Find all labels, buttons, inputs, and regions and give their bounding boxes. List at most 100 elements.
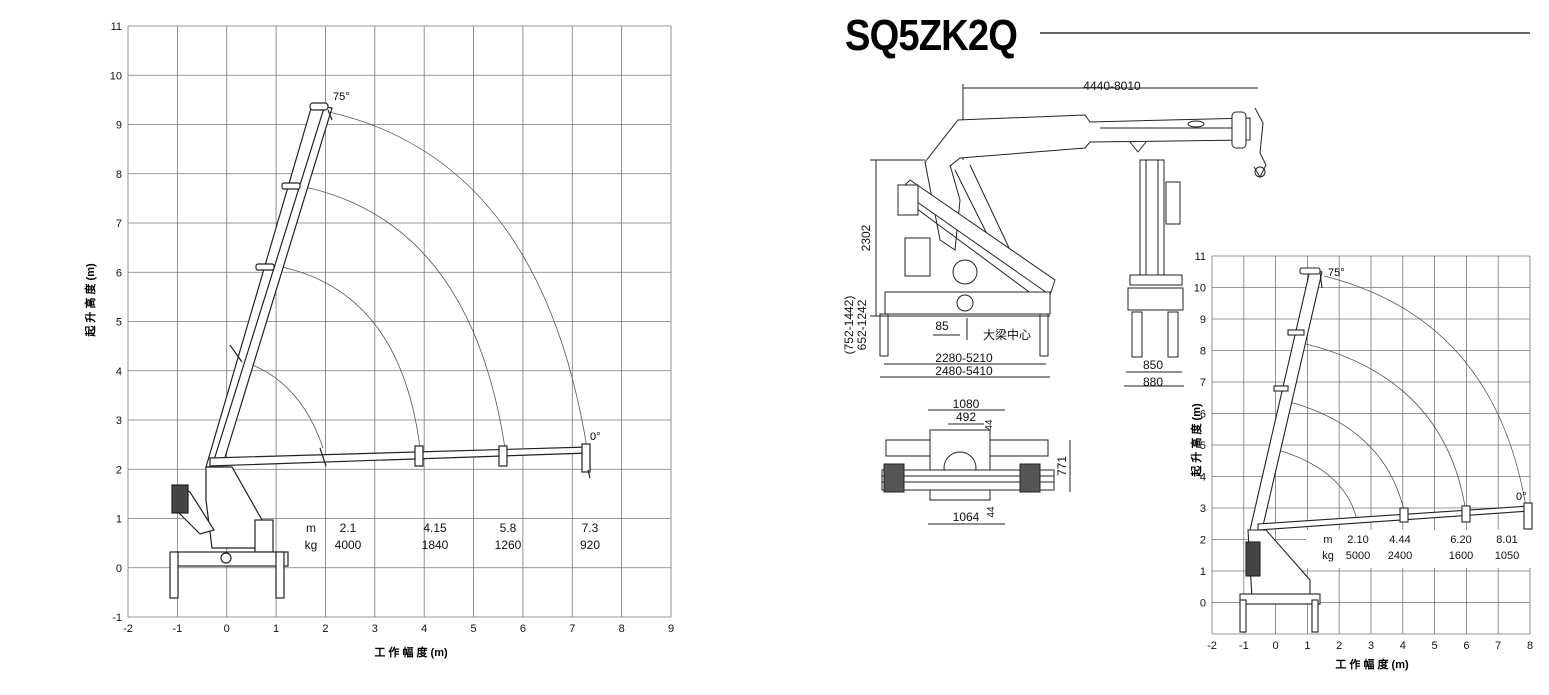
right-angle-max: 75° (1328, 267, 1345, 279)
right-boom-raised (1249, 269, 1323, 531)
right-y-axis-label: 起 升 高 度 (m) (1189, 403, 1203, 478)
dim-span-2: 2480-5410 (935, 364, 993, 378)
left-arc-1 (243, 361, 324, 449)
dim-outrigger-high: 652-1242 (855, 299, 869, 350)
right-load-3: 1600 (1449, 550, 1473, 562)
left-crane-horizontal (209, 443, 591, 479)
right-x-tick-label: 1 (1304, 640, 1310, 652)
right-crane-raised (1249, 267, 1323, 531)
right-y-tick-label: 11 (1195, 251, 1206, 263)
left-load-2: 1840 (422, 538, 449, 552)
dim-height: 2302 (859, 224, 873, 251)
left-radius-4: 7.3 (582, 521, 599, 535)
right-arc-1 (1277, 449, 1358, 521)
right-crane-horizontal (1257, 502, 1533, 531)
left-x-axis-label: 工 作 幅 度 (m) (374, 645, 448, 659)
left-load-3: 1260 (495, 538, 522, 552)
left-y-tick-label: 2 (116, 464, 122, 476)
right-y-tick-label: 2 (1200, 535, 1206, 547)
model-title: SQ5ZK2Q (845, 11, 1017, 60)
right-arc-2 (1289, 401, 1407, 521)
dim-bottom-gap: 44 (986, 506, 997, 518)
right-radius-2: 4.44 (1389, 534, 1410, 546)
right-x-tick-label: 4 (1400, 640, 1406, 652)
right-y-tick-label: 7 (1200, 377, 1206, 389)
right-x-tick-label: 5 (1432, 640, 1438, 652)
left-boom-tip (309, 102, 329, 111)
right-y-tick-label: 5 (1200, 440, 1206, 452)
right-crane-base (1239, 529, 1321, 633)
left-y-tick-label: 4 (116, 366, 122, 378)
left-x-tick-label: 7 (569, 623, 575, 635)
left-boom-horizontal (209, 446, 589, 467)
dim-top-w1: 1080 (953, 397, 980, 411)
front-view-drawing: 850 880 (1124, 159, 1184, 389)
dim-top-gap: 44 (984, 419, 995, 431)
right-load-table: m kg 2.10 4.44 6.20 8.01 5000 2400 1600 … (1306, 530, 1532, 568)
beam-center-label: 大梁中心 (983, 327, 1031, 342)
left-y-tick-label: 1 (116, 514, 122, 526)
dim-span-1: 2280-5210 (935, 351, 993, 365)
dim-offset: 85 (935, 319, 949, 333)
right-y-tick-label: 9 (1200, 314, 1206, 326)
right-load-4: 1050 (1495, 550, 1519, 562)
dim-top-h: 771 (1055, 456, 1069, 476)
left-y-axis-label: 起 升 高 度 (m) (83, 263, 97, 338)
right-y-tick-label: 8 (1200, 346, 1206, 358)
right-y-tick-label: 0 (1200, 598, 1206, 610)
left-table-m-label: m (306, 521, 316, 535)
dim-width-2: 880 (1143, 375, 1163, 389)
left-arcs (243, 111, 588, 449)
right-radius-1: 2.10 (1347, 534, 1368, 546)
top-view-drawing: 1080 492 44 771 1064 44 (881, 397, 1071, 525)
left-x-tick-label: -1 (172, 623, 182, 635)
left-y-tick-label: -1 (112, 612, 122, 624)
right-arc-4 (1323, 275, 1529, 521)
left-grid (127, 25, 672, 618)
right-boom-horizontal (1257, 505, 1531, 531)
right-y-tick-label: 4 (1200, 472, 1206, 484)
right-arc-3 (1305, 343, 1468, 521)
right-x-tick-label: 3 (1368, 640, 1374, 652)
left-load-table: m kg 2.1 4.15 5.8 7.3 4000 1840 1260 920 (305, 521, 601, 552)
left-arc-2 (276, 265, 421, 449)
dim-outrigger-low: (752-1442) (842, 296, 856, 355)
left-x-tick-label: 1 (273, 623, 279, 635)
right-x-tick-label: 2 (1336, 640, 1342, 652)
right-x-tick-label: 7 (1495, 640, 1501, 652)
left-crane-base (169, 466, 289, 599)
dim-reach: 4440-8010 (1083, 79, 1141, 93)
right-arcs (1277, 275, 1529, 521)
dim-top-w2: 492 (956, 410, 976, 424)
left-x-tick-label: 4 (421, 623, 427, 635)
left-arc-3 (299, 185, 506, 449)
left-y-tick-label: 7 (116, 218, 122, 230)
right-load-1: 5000 (1346, 550, 1370, 562)
left-y-tick-label: 3 (116, 415, 122, 427)
right-y-tick-label: 1 (1200, 566, 1206, 578)
left-y-tick-label: 5 (116, 317, 122, 329)
left-y-tick-label: 0 (116, 563, 122, 575)
left-load-1: 4000 (335, 538, 362, 552)
right-x-axis-label: 工 作 幅 度 (m) (1335, 657, 1409, 671)
left-x-tick-label: 0 (224, 623, 230, 635)
dim-bottom-w: 1064 (953, 510, 980, 524)
left-angle-min: 0° (590, 431, 601, 443)
left-y-tick-label: 8 (116, 169, 122, 181)
left-arc-4 (328, 111, 588, 449)
left-angle-max: 75° (333, 91, 350, 103)
right-radius-3: 6.20 (1450, 534, 1471, 546)
dim-width-1: 850 (1143, 358, 1163, 372)
left-radius-3: 5.8 (500, 521, 517, 535)
left-x-tick-label: 8 (619, 623, 625, 635)
left-radius-2: 4.15 (423, 521, 447, 535)
left-x-tick-label: 6 (520, 623, 526, 635)
right-y-tick-label: 3 (1200, 503, 1206, 515)
